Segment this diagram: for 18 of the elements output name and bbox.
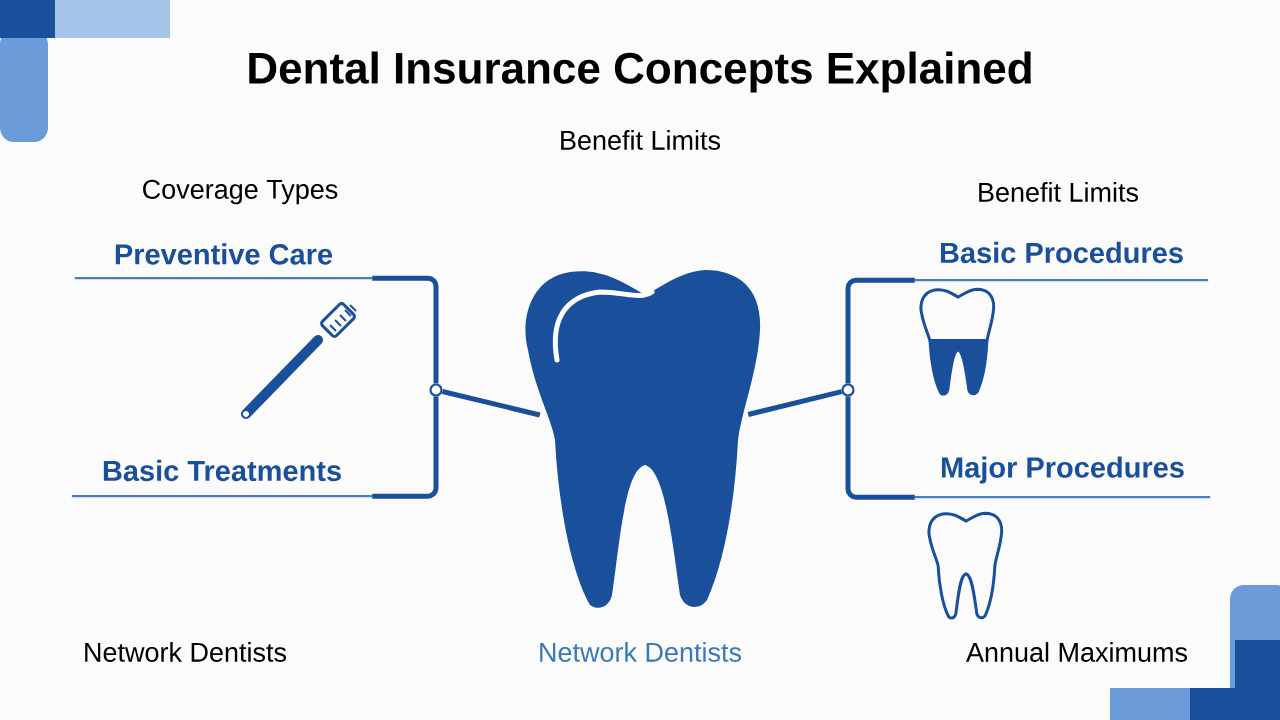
connector-line — [441, 389, 541, 418]
connector-line — [372, 396, 439, 499]
connector-line — [845, 277, 915, 384]
connector-line — [372, 275, 439, 384]
label: Benefit Limits — [561, 130, 721, 150]
tooth-drawing — [525, 270, 760, 608]
label: Network Dentists — [85, 642, 286, 662]
heading: Preventive Care — [74, 243, 373, 280]
label: Network Dentists — [540, 642, 741, 662]
heading: Basic Treatments — [71, 459, 373, 498]
label: Benefit Limits — [979, 182, 1139, 202]
label: Annual Maximums — [966, 642, 1187, 662]
connector-line — [845, 396, 915, 500]
heading: Basic Procedures — [914, 241, 1209, 282]
connector-line — [747, 389, 843, 417]
label: Coverage Types — [143, 179, 338, 205]
title: Dental Insurance Concepts Explained — [249, 51, 1031, 93]
heading: Major Procedures — [914, 456, 1211, 499]
